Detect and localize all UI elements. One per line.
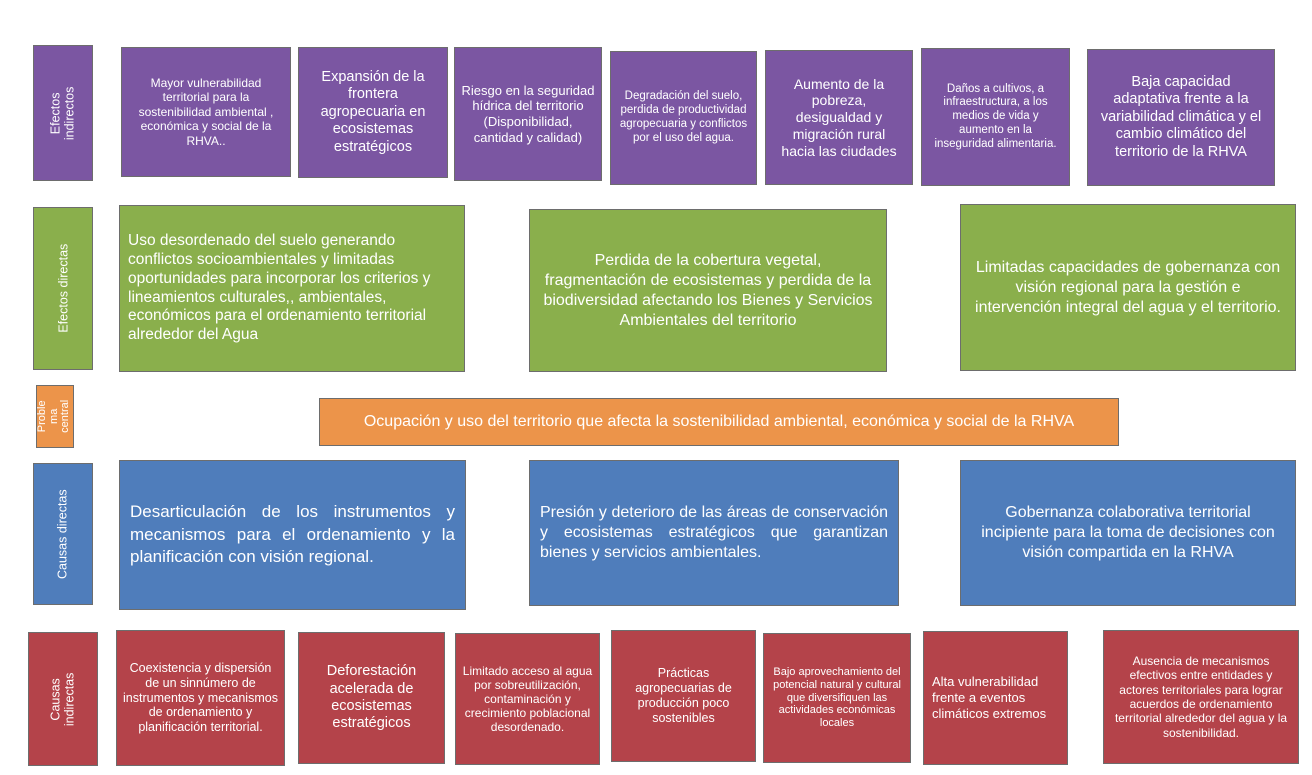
- causa-indirecta-text: Limitado acceso al agua por sobreutiliza…: [462, 663, 593, 735]
- efecto-indirecto-box: Degradación del suelo, perdida de produc…: [610, 51, 757, 185]
- causa-indirecta-text: Alta vulnerabilidad frente a eventos cli…: [932, 673, 1047, 722]
- efecto-directo-text: Limitadas capacidades de gobernanza con …: [975, 258, 1281, 316]
- efecto-indirecto-text: Aumento de la pobreza, desigualdad y mig…: [781, 75, 897, 159]
- efecto-indirecto-text: Daños a cultivos, a infraestructura, a l…: [934, 82, 1057, 150]
- efecto-indirecto-text: Mayor vulnerabilidad territorial para la…: [138, 76, 274, 148]
- causa-indirecta-box: Alta vulnerabilidad frente a eventos cli…: [923, 631, 1068, 765]
- efecto-directo-text: Uso desordenado del suelo generando conf…: [128, 231, 431, 344]
- row-label-efectos-indirectos: Efectos indirectos: [33, 45, 93, 181]
- efecto-indirecto-box: Expansión de la frontera agropecuaria en…: [298, 47, 448, 178]
- efecto-directo-box: Uso desordenado del suelo generando conf…: [119, 205, 465, 372]
- causa-indirecta-text: Coexistencia y dispersión de un sinnúmer…: [123, 661, 278, 735]
- causa-indirecta-text: Ausencia de mecanismos efectivos entre e…: [1114, 653, 1288, 740]
- efecto-indirecto-box: Baja capacidad adaptativa frente a la va…: [1087, 49, 1275, 186]
- efecto-indirecto-text: Degradación del suelo, perdida de produc…: [619, 90, 748, 144]
- causa-directa-box: Presión y deterioro de las áreas de cons…: [529, 460, 899, 606]
- causa-indirecta-box: Coexistencia y dispersión de un sinnúmer…: [116, 630, 285, 766]
- causa-indirecta-box: Deforestación acelerada de ecosistemas e…: [298, 632, 445, 764]
- causa-indirecta-box: Ausencia de mecanismos efectivos entre e…: [1103, 630, 1299, 764]
- causa-directa-text: Desarticulación de los instrumentos y me…: [130, 502, 455, 567]
- efecto-indirecto-box: Riesgo en la seguridad hídrica del terri…: [454, 47, 602, 181]
- causa-indirecta-text: Bajo aprovechamiento del potencial natur…: [773, 665, 901, 730]
- efecto-indirecto-text: Riesgo en la seguridad hídrica del terri…: [461, 82, 595, 145]
- causa-indirecta-box: Prácticas agropecuarias de producción po…: [611, 630, 756, 762]
- efecto-indirecto-box: Mayor vulnerabilidad territorial para la…: [121, 47, 291, 177]
- efecto-indirecto-box: Aumento de la pobreza, desigualdad y mig…: [765, 50, 913, 185]
- efecto-directo-box: Limitadas capacidades de gobernanza con …: [960, 204, 1296, 371]
- efecto-indirecto-text: Baja capacidad adaptativa frente a la va…: [1100, 74, 1262, 160]
- efecto-indirecto-box: Daños a cultivos, a infraestructura, a l…: [921, 48, 1070, 186]
- efecto-directo-text: Perdida de la cobertura vegetal, fragmen…: [543, 251, 873, 329]
- causa-indirecta-box: Bajo aprovechamiento del potencial natur…: [763, 633, 911, 763]
- row-label-problema-central: Proble ma central: [36, 385, 74, 448]
- efecto-directo-box: Perdida de la cobertura vegetal, fragmen…: [529, 209, 887, 372]
- causa-directa-text: Gobernanza colaborativa territorial inci…: [981, 504, 1275, 561]
- causa-indirecta-text: Prácticas agropecuarias de producción po…: [635, 666, 732, 725]
- causa-directa-text: Presión y deterioro de las áreas de cons…: [540, 504, 888, 561]
- problema-central-text: Ocupación y uso del territorio que afect…: [363, 413, 1075, 431]
- causa-directa-box: Gobernanza colaborativa territorial inci…: [960, 460, 1296, 606]
- row-label-causas-directas: Causas directas: [33, 463, 93, 605]
- causa-indirecta-text: Deforestación acelerada de ecosistemas e…: [326, 663, 417, 732]
- causa-indirecta-box: Limitado acceso al agua por sobreutiliza…: [455, 633, 600, 765]
- efecto-indirecto-text: Expansión de la frontera agropecuaria en…: [320, 69, 426, 155]
- problema-central-box: Ocupación y uso del territorio que afect…: [319, 398, 1119, 446]
- row-label-efectos-directos: Efectos directas: [33, 207, 93, 370]
- row-label-causas-indirectas: Causas indirectas: [28, 632, 98, 766]
- causa-directa-box: Desarticulación de los instrumentos y me…: [119, 460, 466, 610]
